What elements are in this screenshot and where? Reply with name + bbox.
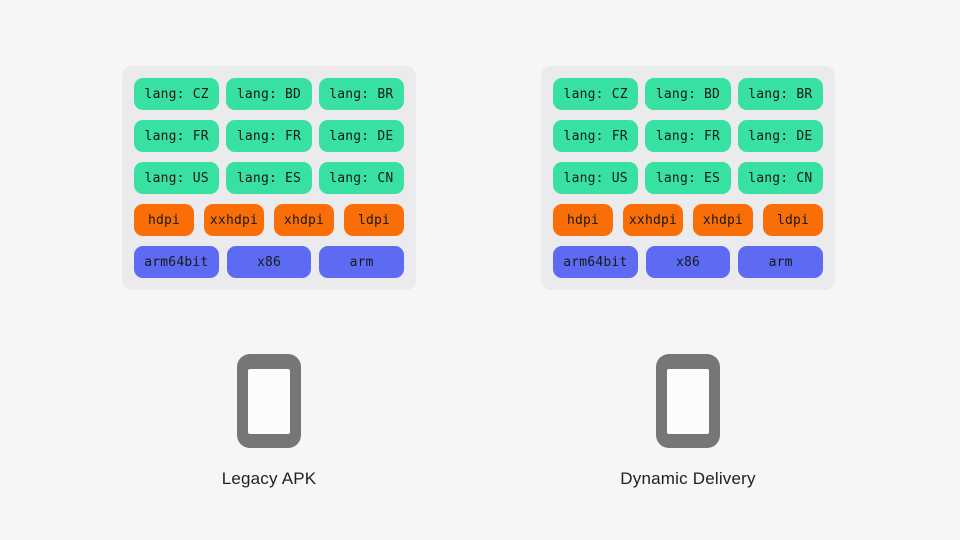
chip-lang: lang: CZ <box>134 78 220 110</box>
chip-lang: lang: BD <box>645 78 731 110</box>
chip-lang: lang: US <box>134 162 220 194</box>
chip-lang: lang: US <box>553 162 639 194</box>
chip-density: xxhdpi <box>204 204 264 236</box>
chip-lang: lang: DE <box>318 120 404 152</box>
phone-icon <box>237 354 301 448</box>
chip-abi: arm64bit <box>553 246 638 278</box>
chip-lang: lang: FR <box>134 120 220 152</box>
chip-density: xhdpi <box>274 204 334 236</box>
chip-lang: lang: FR <box>226 120 312 152</box>
chip-row-density: hdpi xxhdpi xhdpi ldpi <box>553 204 823 236</box>
chip-lang: lang: CN <box>737 162 823 194</box>
chip-lang: lang: BR <box>318 78 404 110</box>
chip-lang: lang: FR <box>553 120 639 152</box>
chip-abi: x86 <box>226 246 312 278</box>
phone-screen <box>667 369 709 434</box>
chip-density: hdpi <box>134 204 194 236</box>
chip-lang: lang: ES <box>226 162 312 194</box>
chip-density: hdpi <box>553 204 613 236</box>
chip-lang: lang: FR <box>645 120 731 152</box>
chip-density: xxhdpi <box>623 204 683 236</box>
chip-abi: arm <box>319 246 405 278</box>
chip-density: ldpi <box>763 204 823 236</box>
chip-density: ldpi <box>344 204 404 236</box>
chip-lang: lang: BD <box>226 78 312 110</box>
phone-icon <box>656 354 720 448</box>
panel-label-legacy-apk: Legacy APK <box>221 469 317 488</box>
chip-lang: lang: DE <box>737 120 823 152</box>
chip-abi: arm <box>738 246 824 278</box>
chip-density: xhdpi <box>693 204 753 236</box>
chip-lang: lang: ES <box>645 162 731 194</box>
chip-lang: lang: BR <box>737 78 823 110</box>
phone-screen <box>248 369 290 434</box>
chip-abi: arm64bit <box>134 246 219 278</box>
panel-label-dynamic-delivery: Dynamic Delivery <box>620 469 756 488</box>
chip-abi: x86 <box>645 246 731 278</box>
chip-row-density: hdpi xxhdpi xhdpi ldpi <box>134 204 404 236</box>
chip-lang: lang: CZ <box>553 78 639 110</box>
chip-lang: lang: CN <box>318 162 404 194</box>
